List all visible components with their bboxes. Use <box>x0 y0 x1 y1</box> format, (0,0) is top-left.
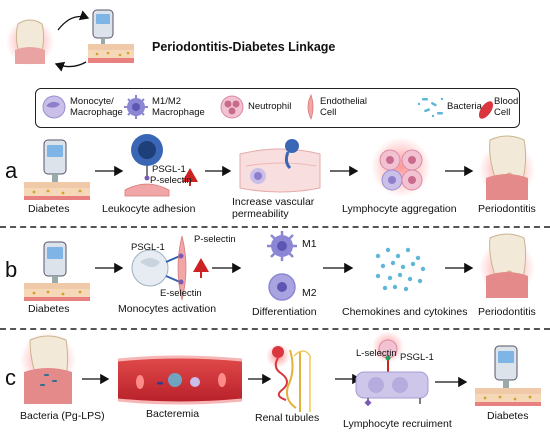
row-a-psgl-label: PSGL-1 <box>152 164 186 175</box>
legend-monocyte-label: Monocyte/ Macrophage <box>70 96 123 118</box>
legend-m1m2-label: M1/M2 Macrophage <box>152 96 205 118</box>
row-c-bacteremia-label: Bacteremia <box>146 408 200 420</box>
legend-endothelial-label: Endothelial Cell <box>320 96 368 118</box>
row-c-renal-label: Renal tubules <box>255 412 320 424</box>
row-a-perio-label: Periodontitis <box>478 203 536 215</box>
row-b-periodontitis-tooth-icon <box>479 233 535 298</box>
row-c-renal-tubules-icon <box>266 344 311 412</box>
header-arrow-to-tooth <box>54 61 87 72</box>
row-c-lymphocyte-recruitment-icon <box>355 331 429 407</box>
legend-bacteria-icon <box>417 97 444 118</box>
row-c-bacteria-label: Bacteria (Pg-LPS) <box>20 410 105 422</box>
row-b-skin-icon <box>24 283 90 301</box>
legend-box <box>35 88 520 128</box>
header-tooth-icon <box>6 18 54 66</box>
legend-monocyte-icon <box>42 95 66 119</box>
row-c-glucose-meter-icon <box>494 345 518 389</box>
row-a-diabetes-label: Diabetes <box>28 203 70 215</box>
row-a-pselectin-label: P-selectin <box>150 175 192 186</box>
legend-blood-label: Blood Cell <box>494 96 519 118</box>
row-c-tooth-bacteria-icon <box>20 332 76 404</box>
row-c-diabetes-label: Diabetes <box>487 410 529 422</box>
legend-endothelial-icon <box>307 93 314 121</box>
legend-neutrophil-icon <box>220 95 244 119</box>
row-c-lymph-label: Lymphocyte recruiment <box>343 418 452 430</box>
row-c-bacteremia-vessel-icon <box>117 355 243 405</box>
row-a-vascular-permeability-icon <box>239 139 321 193</box>
row-b-monocyte-activation-icon <box>131 235 187 301</box>
row-b-monocytes-label: Monocytes activation <box>118 303 217 315</box>
row-b-letter: b <box>5 257 18 282</box>
row-a-skin-icon <box>24 182 90 200</box>
row-a-leukocyte-label: Leukocyte adhesion <box>102 203 196 215</box>
row-b-diff-label: Differentiation <box>252 306 317 318</box>
header-arrow-to-meter <box>57 10 90 31</box>
row-a-letter: a <box>5 158 18 183</box>
row-b-m2-macrophage-icon <box>268 273 296 301</box>
row-b-psgl-label: PSGL-1 <box>131 242 165 253</box>
figure-title: Periodontitis-Diabetes Linkage <box>152 40 336 54</box>
row-b-perio-label: Periodontitis <box>478 306 536 318</box>
row-a-lymphocyte-aggregation-icon <box>371 137 431 197</box>
row-b-m1-label: M1 <box>302 238 317 250</box>
row-b-chemokines-icon <box>375 247 426 292</box>
row-b-glucose-meter-icon <box>43 241 67 286</box>
row-a-glucose-meter-icon <box>43 139 67 184</box>
divider-ab <box>0 226 550 228</box>
header-skin-icon <box>88 44 134 63</box>
row-c-skin-icon <box>475 388 541 406</box>
row-b-pselectin-label: P-selectin <box>194 234 236 245</box>
row-a-periodontitis-tooth-icon <box>479 135 535 200</box>
row-b-m1-macrophage-icon <box>267 231 297 261</box>
row-a-vascular-label: Increase vascular permeability <box>232 196 315 220</box>
row-b-chemo-label: Chemokines and cytokines <box>342 306 468 318</box>
row-c-lselectin-label: L-selectin <box>356 348 397 359</box>
legend-macrophage-icon <box>124 95 148 119</box>
row-b-eselectin-label: E-selectin <box>160 288 202 299</box>
divider-bc <box>0 328 550 330</box>
row-b-diabetes-label: Diabetes <box>28 303 70 315</box>
row-c-psgl-label: PSGL-1 <box>400 352 434 363</box>
row-b-m2-label: M2 <box>302 287 317 299</box>
legend-bacteria-label: Bacteria <box>447 101 482 112</box>
legend-blood-cell-icon <box>478 101 494 119</box>
legend-neutrophil-label: Neutrophil <box>248 101 292 112</box>
row-a-lymph-label: Lymphocyte aggregation <box>342 203 457 215</box>
row-c-letter: c <box>5 365 16 390</box>
row-a-leukocyte-adhesion-icon <box>124 134 170 197</box>
header-glucose-meter-icon <box>92 9 114 46</box>
